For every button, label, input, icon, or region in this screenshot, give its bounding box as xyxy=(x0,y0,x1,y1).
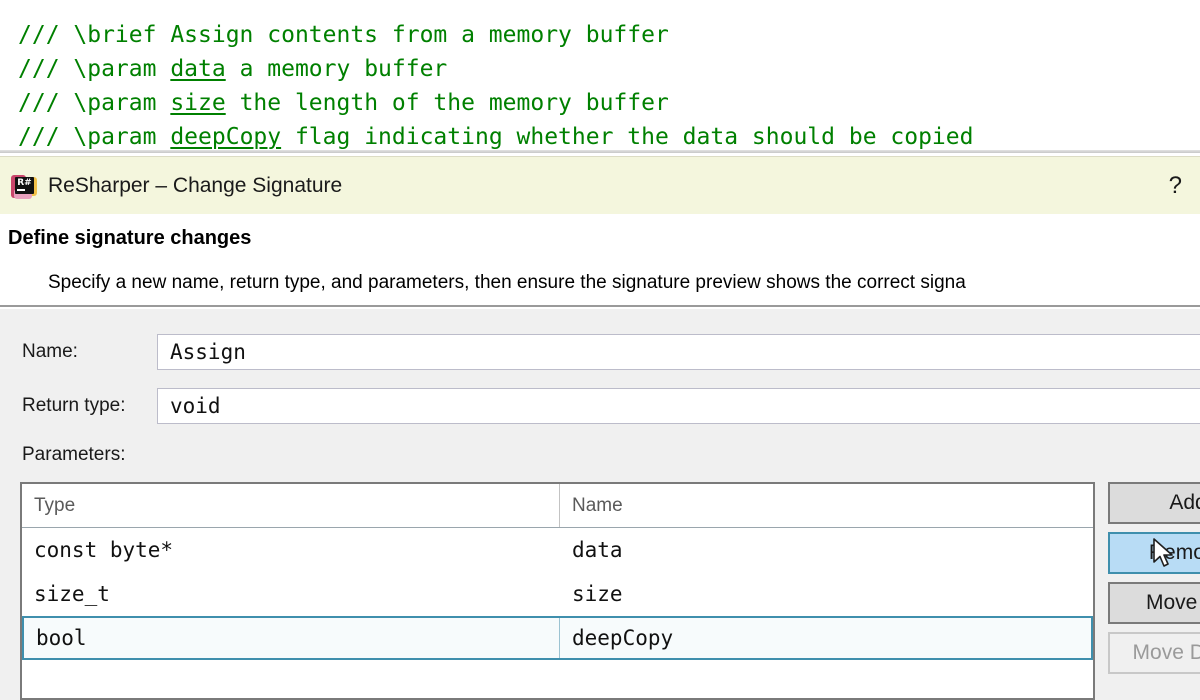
parameters-grid[interactable]: Type Name const byte* data size_t size b… xyxy=(20,482,1095,700)
cell-name[interactable]: deepCopy xyxy=(572,626,674,650)
cell-name[interactable]: size xyxy=(572,582,623,606)
param-size-link[interactable]: size xyxy=(170,90,226,116)
code-line-1: /// \brief Assign contents from a memory… xyxy=(18,22,669,48)
parameters-label: Parameters: xyxy=(22,444,126,465)
param-deepcopy-link[interactable]: deepCopy xyxy=(170,124,282,150)
name-label: Name: xyxy=(22,341,78,362)
move-down-button: Move Down xyxy=(1108,632,1200,674)
remove-parameter-button[interactable]: Remove xyxy=(1108,532,1200,574)
code-line-3: /// \param size the length of the memory… xyxy=(18,90,669,116)
cell-type[interactable]: const byte* xyxy=(34,538,174,562)
return-type-label: Return type: xyxy=(22,395,126,416)
code-line-2: /// \param data a memory buffer xyxy=(18,56,448,82)
move-up-button[interactable]: Move Up xyxy=(1108,582,1200,624)
add-parameter-button[interactable]: Add xyxy=(1108,482,1200,524)
table-row[interactable]: const byte* data xyxy=(22,528,1093,572)
table-row-selected[interactable]: bool deepCopy xyxy=(22,616,1093,660)
column-header-type[interactable]: Type xyxy=(22,484,560,527)
return-type-field-row: Return type: xyxy=(22,388,126,424)
grid-header-row: Type Name xyxy=(22,484,1093,528)
name-field-row: Name: xyxy=(22,334,78,370)
resharper-icon-text: R# xyxy=(17,177,32,188)
grid-action-buttons: Add Remove Move Up Move Down xyxy=(1108,482,1200,682)
resharper-icon: R# xyxy=(11,173,37,199)
dialog-title-bar: R# ReSharper – Change Signature ? xyxy=(0,156,1200,214)
cell-type[interactable]: bool xyxy=(24,618,560,658)
help-icon[interactable]: ? xyxy=(1168,171,1182,199)
cell-type[interactable]: size_t xyxy=(34,582,110,606)
dialog-title: ReSharper – Change Signature xyxy=(48,173,343,197)
cell-name[interactable]: data xyxy=(572,538,623,562)
dialog-body: Name: Assign Return type: void Parameter… xyxy=(0,309,1200,700)
param-data-link[interactable]: data xyxy=(170,56,226,82)
page-title: Define signature changes xyxy=(8,227,252,249)
return-type-input[interactable]: void xyxy=(157,388,1200,424)
page-description: Specify a new name, return type, and par… xyxy=(48,272,966,293)
column-header-name[interactable]: Name xyxy=(572,494,623,516)
table-row[interactable]: size_t size xyxy=(22,572,1093,616)
dialog-header-block: Define signature changes Specify a new n… xyxy=(0,214,1200,307)
editor-bottom-divider xyxy=(0,150,1200,153)
code-editor-strip[interactable]: /// \brief Assign contents from a memory… xyxy=(0,0,1200,153)
name-input[interactable]: Assign xyxy=(157,334,1200,370)
code-line-4: /// \param deepCopy flag indicating whet… xyxy=(18,124,974,150)
